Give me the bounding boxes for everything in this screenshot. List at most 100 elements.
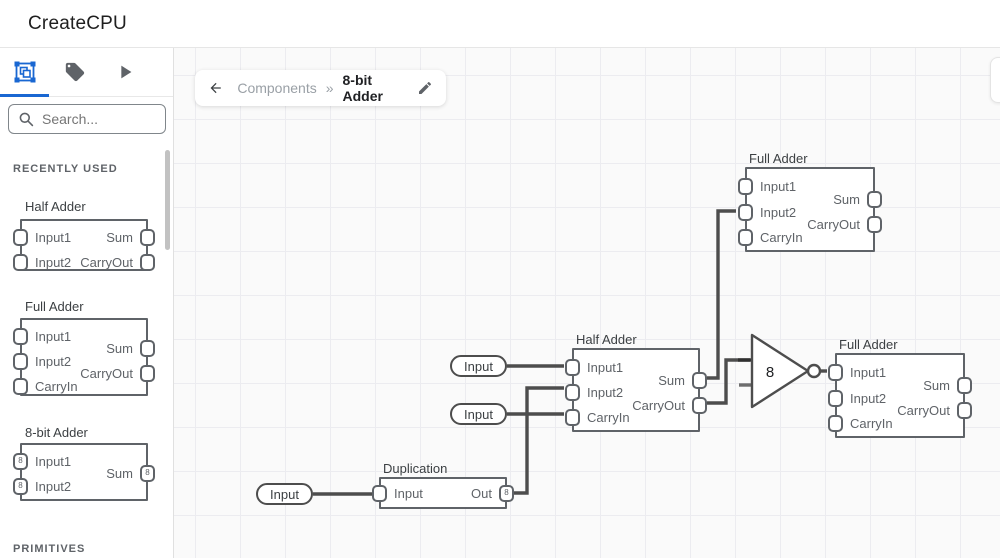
library-item-title: 8-bit Adder [25,425,88,440]
search-icon [19,112,34,127]
wire-duplication-to-input2[interactable] [514,386,564,495]
component-preview[interactable]: Input1 Input2 CarryIn Sum CarryOut [13,318,155,396]
canvas-scrollbar[interactable] [990,57,1000,103]
port-label: Sum [923,378,950,393]
port-label: CarryOut [807,217,860,232]
component-preview[interactable]: 8 8 8 Input1 Input2 Sum [13,443,155,501]
node-body[interactable]: Half Adder Input1 Input2 CarryIn Sum Car… [565,332,707,432]
port-input1[interactable] [828,364,843,381]
port-label: Input1 [35,230,72,245]
port-label: CarryOut [80,255,133,270]
port-label: Input1 [587,360,624,375]
port-input1[interactable] [738,178,753,195]
port-carryout[interactable] [867,216,882,233]
port-carryout[interactable] [957,402,972,419]
bus-width-badge: 8 [18,481,23,490]
port-input1[interactable] [565,359,580,376]
port-sum[interactable] [140,229,155,246]
port-sum[interactable] [692,372,707,389]
section-recently-used: RECENTLY USED [13,163,118,175]
port-carryin[interactable] [738,229,753,246]
node-body[interactable]: Duplication 8 Input Out [372,461,514,509]
port-label: Sum [106,466,133,481]
library-item-title: Full Adder [25,299,84,314]
node-input-pill[interactable]: Input [256,483,313,505]
port-label: CarryOut [80,366,133,381]
bus-width-badge: 8 [504,488,509,497]
node-input-pill[interactable]: Input [450,403,507,425]
node-body[interactable]: Full Adder Input1 Input2 CarryIn Sum Car… [828,337,972,438]
search-box[interactable] [8,104,166,134]
app-header: CreateCPU [0,0,1000,48]
sidebar-scrollbar[interactable] [165,150,170,250]
node-body[interactable]: Full Adder Input1 Input2 CarryIn Sum Car… [738,151,882,252]
bus-width-badge: 8 [18,456,23,465]
port-input2[interactable]: 8 [13,478,28,495]
port-carryout[interactable] [140,254,155,271]
input-pill-label: Input [270,486,299,502]
wire-carryout-to-notgate[interactable] [707,358,750,405]
port-sum[interactable]: 8 [140,465,155,482]
port-input1[interactable] [13,229,28,246]
port-input2[interactable] [738,204,753,221]
port-input2[interactable] [13,254,28,271]
port-label: Input2 [587,385,624,400]
port-sum[interactable] [140,340,155,357]
port-input1[interactable]: 8 [13,453,28,470]
port-input2[interactable] [828,390,843,407]
active-tab-underline [0,94,49,97]
port-sum[interactable] [867,191,882,208]
breadcrumb-parent[interactable]: Components [237,80,317,96]
port-input1[interactable] [13,328,28,345]
back-button[interactable] [208,79,223,97]
port-label: CarryIn [35,379,78,394]
port-label: CarryOut [632,398,685,413]
port-label: Input2 [850,391,887,406]
port-carryin[interactable] [565,409,580,426]
not-gate-bubble[interactable] [806,363,822,379]
port-carryout[interactable] [692,397,707,414]
edit-name-button[interactable] [417,80,433,96]
port-label: Sum [106,230,133,245]
node-not-gate[interactable]: 8 [750,333,822,409]
library-item-title: Half Adder [25,199,86,214]
input-pill-label: Input [464,358,493,374]
pencil-icon [419,81,432,94]
port-sum[interactable] [957,377,972,394]
sidebar: RECENTLY USED Half Adder Input1 Input2 S… [0,48,174,558]
port-label: CarryOut [897,403,950,418]
wire-sum-to-fulladder-top[interactable] [707,209,736,380]
tag-icon [65,62,85,82]
input-pill-label: Input [464,406,493,422]
node-input-pill[interactable]: Input [450,355,507,377]
port-label: CarryIn [587,410,630,425]
circuit-canvas[interactable]: 8 Components » 8-bit Adder Full Adder [174,48,1000,558]
sidebar-tabs [0,48,173,97]
bus-width-label: 8 [766,364,774,381]
port-carryin[interactable] [828,415,843,432]
port-label: Input2 [35,479,72,494]
port-label: Input [394,486,423,501]
breadcrumb: Components » 8-bit Adder [195,70,446,106]
component-preview[interactable]: Input1 Input2 Sum CarryOut [13,219,155,271]
search-input[interactable] [42,111,152,127]
tab-simulate[interactable] [100,48,150,96]
port-label: Input2 [760,205,797,220]
port-out[interactable]: 8 [499,485,514,502]
port-carryin[interactable] [13,378,28,395]
port-label: Sum [106,341,133,356]
tab-tags[interactable] [50,48,100,96]
port-input[interactable] [372,485,387,502]
port-carryout[interactable] [140,365,155,382]
port-label: Input2 [35,255,72,270]
node-title: Half Adder [576,332,637,347]
not-gate-triangle[interactable] [750,333,810,409]
port-input2[interactable] [13,353,28,370]
breadcrumb-separator: » [325,80,334,96]
port-label: CarryIn [850,416,893,431]
port-label: Input1 [35,454,72,469]
tab-components[interactable] [0,48,50,97]
port-input2[interactable] [565,384,580,401]
port-label: Input1 [850,365,887,380]
